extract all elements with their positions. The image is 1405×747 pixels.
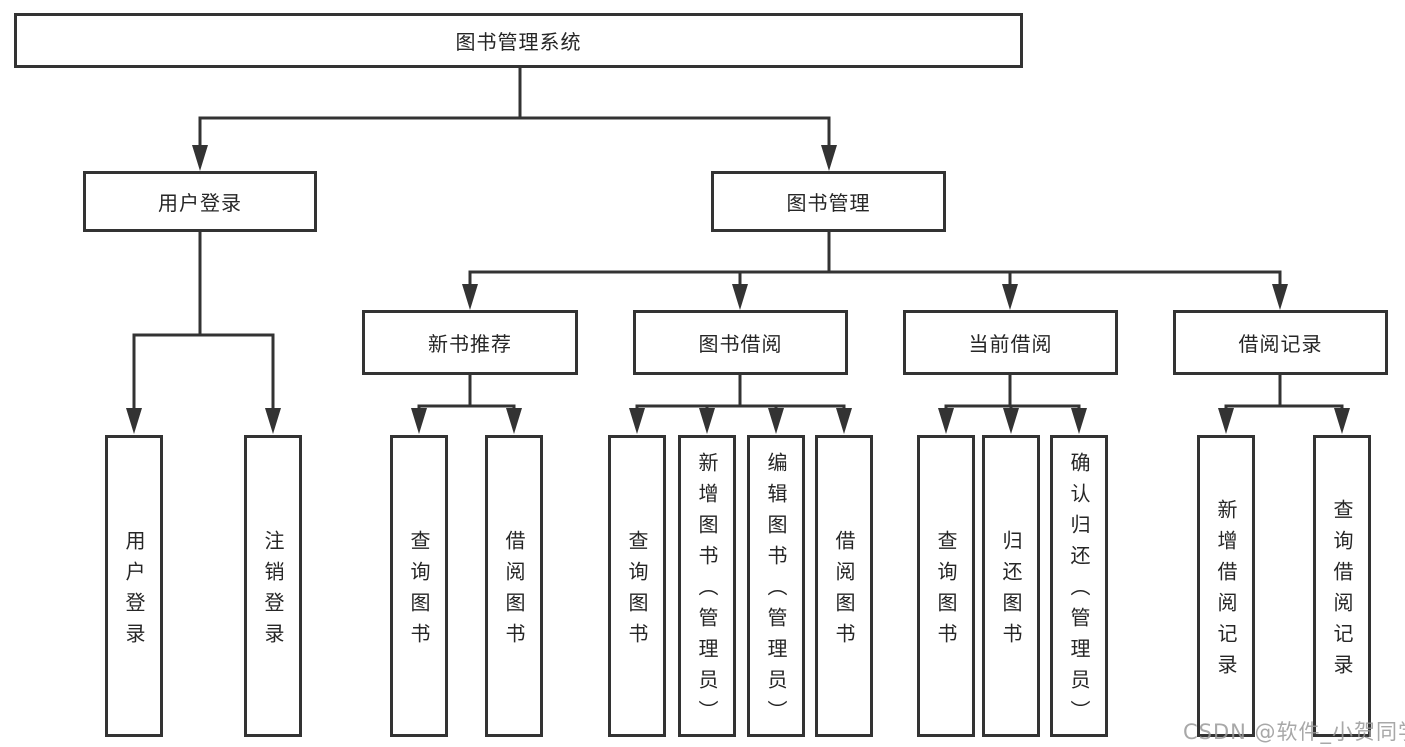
node-query-books-recommend: 查询图书 [390, 435, 448, 737]
node-query-books-current: 查询图书 [917, 435, 975, 737]
node-label: 用户登录 [122, 529, 146, 654]
node-label: 借阅图书 [832, 529, 856, 654]
node-label: 借阅记录 [1238, 332, 1323, 356]
node-label: 归还图书 [999, 529, 1023, 654]
node-query-books-borrowing: 查询图书 [608, 435, 666, 737]
node-user-login-action: 用户登录 [105, 435, 163, 737]
node-logout-action: 注销登录 [244, 435, 302, 737]
node-label: 图书管理 [786, 191, 871, 215]
node-label: 图书管理系统 [455, 30, 582, 54]
node-query-borrow-record: 查询借阅记录 [1313, 435, 1371, 737]
node-new-book-recommend: 新书推荐 [362, 310, 578, 375]
node-add-borrow-record: 新增借阅记录 [1197, 435, 1255, 737]
node-root-system: 图书管理系统 [14, 13, 1023, 68]
node-return-books: 归还图书 [982, 435, 1040, 737]
node-borrowing-records: 借阅记录 [1173, 310, 1388, 375]
node-borrow-books-borrowing: 借阅图书 [815, 435, 873, 737]
node-add-books-admin: 新增图书（管理员） [678, 435, 736, 737]
node-label: 查询图书 [625, 529, 649, 654]
node-label: 查询借阅记录 [1330, 498, 1354, 685]
node-label: 新书推荐 [428, 332, 512, 356]
node-label: 新增图书（管理员） [695, 452, 719, 731]
node-label: 查询图书 [407, 529, 431, 654]
node-user-login: 用户登录 [83, 171, 317, 232]
node-edit-books-admin: 编辑图书（管理员） [747, 435, 805, 737]
node-label: 用户登录 [158, 191, 242, 215]
node-current-borrowing: 当前借阅 [903, 310, 1118, 375]
node-label: 查询图书 [934, 529, 958, 654]
node-label: 借阅图书 [502, 529, 526, 654]
node-book-management: 图书管理 [711, 171, 946, 232]
node-label: 图书借阅 [698, 332, 783, 356]
node-label: 确认归还（管理员） [1067, 452, 1091, 731]
csdn-watermark: CSDN @软件_小贺同学 [1183, 720, 1405, 744]
node-book-borrowing: 图书借阅 [633, 310, 848, 375]
node-label: 编辑图书（管理员） [764, 452, 788, 731]
node-label: 当前借阅 [968, 332, 1053, 356]
node-label: 新增借阅记录 [1214, 498, 1238, 685]
node-borrow-books-recommend: 借阅图书 [485, 435, 543, 737]
node-confirm-return-admin: 确认归还（管理员） [1050, 435, 1108, 737]
node-label: 注销登录 [261, 529, 285, 654]
